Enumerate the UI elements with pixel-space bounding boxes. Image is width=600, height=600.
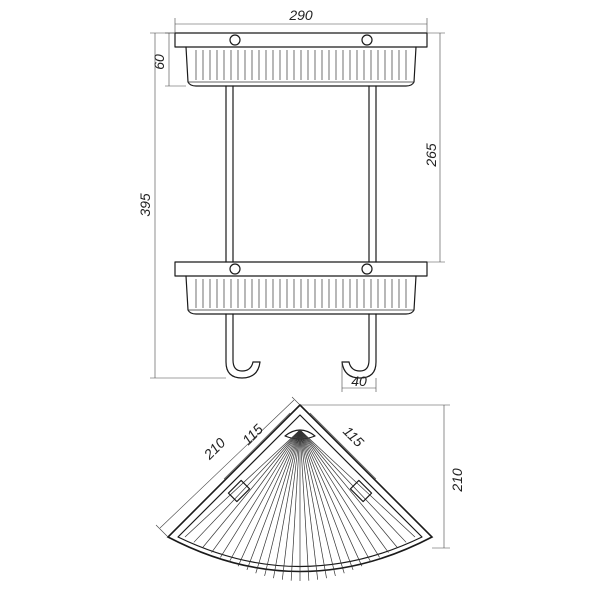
radial-wire <box>264 429 301 577</box>
radial-wire <box>299 429 363 567</box>
radial-wires <box>184 429 416 581</box>
dim-overall-width-label: 290 <box>288 7 313 23</box>
top-right-screw <box>361 34 373 46</box>
dim-overall-width: 290 <box>174 7 428 33</box>
top-shelf-plate <box>174 32 428 48</box>
right-hook <box>341 313 377 379</box>
right-vertical-rod <box>368 85 377 263</box>
radial-wire <box>184 429 301 538</box>
left-hook <box>225 313 261 379</box>
dim-shelf-spacing: 265 <box>423 32 445 263</box>
radial-wire <box>290 429 301 581</box>
dim-total-height: 395 <box>137 32 226 379</box>
radial-wire <box>299 429 389 553</box>
left-vertical-rod <box>225 85 234 263</box>
radial-wire <box>299 429 345 574</box>
dim-top-mount-left: 115 <box>223 412 291 480</box>
radial-wire <box>299 429 310 581</box>
radial-wire <box>211 429 301 553</box>
radial-wire <box>273 429 301 579</box>
dim-top-side-left: 210 <box>155 396 301 538</box>
radial-wire <box>299 429 416 538</box>
radial-wire <box>228 429 301 563</box>
dim-top-mount-right-label: 115 <box>340 423 367 450</box>
front-view: 290 60 395 265 40 <box>137 7 445 392</box>
dim-top-side-right-label: 210 <box>449 468 465 493</box>
dim-hook-width: 40 <box>341 362 377 392</box>
radial-wire <box>220 429 301 558</box>
radial-wire <box>299 429 319 580</box>
dim-total-height-label: 395 <box>137 193 153 217</box>
right-mount-bracket <box>349 479 373 503</box>
radial-wire <box>255 429 301 574</box>
top-view: 210 115 115 210 <box>155 396 465 581</box>
dim-hook-width-label: 40 <box>351 373 367 389</box>
dim-top-side-right: 210 <box>300 404 465 549</box>
top-left-screw <box>229 34 241 46</box>
radial-wire <box>299 429 380 558</box>
dim-shelf-spacing-label: 265 <box>423 143 439 168</box>
bottom-shelf-plate <box>174 261 428 277</box>
radial-wire <box>299 429 354 571</box>
dim-top-side-left-label: 210 <box>200 434 229 463</box>
radial-wire <box>299 429 327 579</box>
radial-wire <box>237 429 301 567</box>
radial-wire <box>202 429 301 548</box>
dim-basket-height-label: 60 <box>151 54 167 70</box>
dim-basket-height: 60 <box>151 32 186 87</box>
radial-wire <box>299 429 336 577</box>
bottom-basket <box>185 275 417 315</box>
bottom-left-screw <box>229 263 241 275</box>
radial-wire <box>281 429 301 580</box>
dim-top-mount-right: 115 <box>309 412 377 480</box>
left-mount-bracket <box>227 479 251 503</box>
radial-wire <box>299 429 398 548</box>
bottom-right-screw <box>361 263 373 275</box>
top-basket <box>185 46 417 87</box>
radial-wire <box>299 429 372 563</box>
radial-wire <box>246 429 301 571</box>
